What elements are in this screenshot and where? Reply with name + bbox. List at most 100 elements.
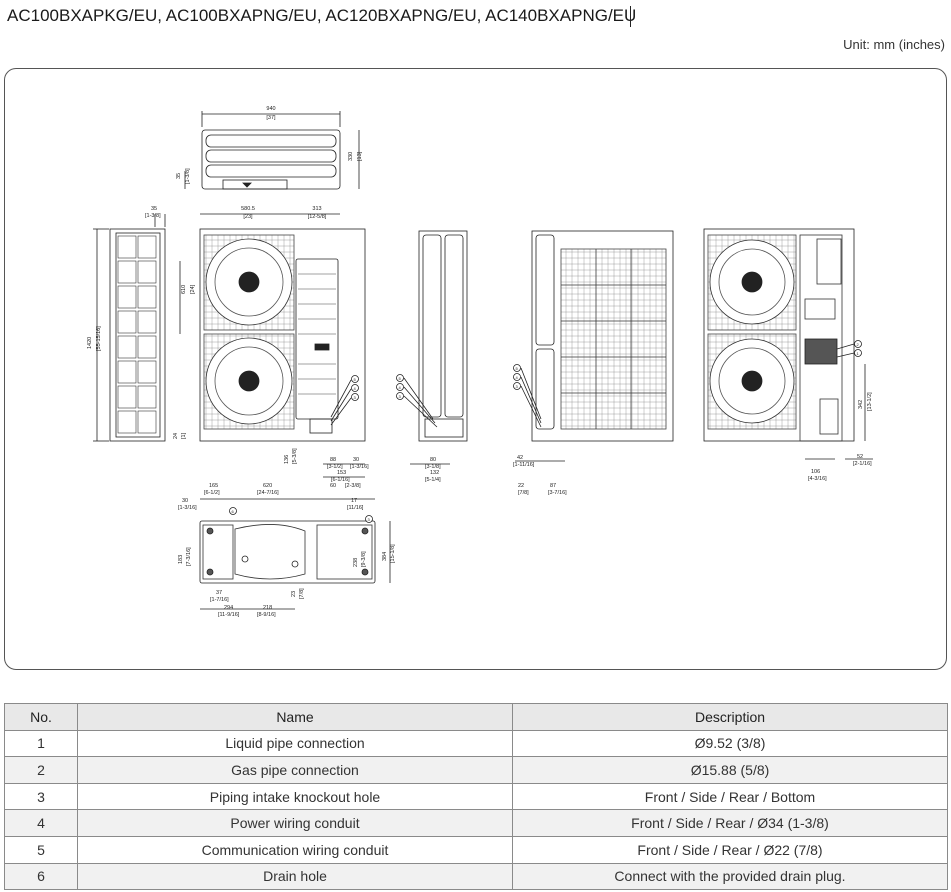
- dim-top-width-in: [37]: [266, 115, 276, 121]
- cell-name: Power wiring conduit: [77, 809, 513, 837]
- dim-r-42-in: [1-11/16]: [513, 462, 535, 468]
- dim-bt-37-in: [1-7/16]: [210, 597, 229, 603]
- dim-bt-218-in: [8-9/16]: [257, 612, 276, 618]
- cell-no: 2: [4, 756, 78, 784]
- cell-no: 1: [4, 729, 78, 758]
- dim-bt-294: 294: [224, 605, 233, 611]
- dim-bt-30-in: [1-3/16]: [178, 505, 197, 511]
- dim-front-313: 313: [312, 206, 321, 212]
- dim-top-depth-in: [1-3/8]: [185, 168, 191, 184]
- callout-4-right: 4: [399, 385, 402, 390]
- dim-rr-342-in: [13-1/2]: [867, 392, 873, 411]
- dim-front-610: 610: [181, 285, 187, 294]
- left-side-view: [93, 214, 166, 442]
- dim-front-580: 580.5: [241, 206, 255, 212]
- dim-r-80-in: [3-1/8]: [425, 464, 441, 470]
- dim-bt-165-in: [6-1/2]: [204, 490, 220, 496]
- header-name: Name: [77, 703, 513, 731]
- dim-front-610-in: [24]: [190, 284, 196, 294]
- dim-r-42: 42: [517, 455, 523, 461]
- callout-1-rear-open: 1: [857, 351, 860, 356]
- dim-b-153-in: [6-1/16]: [331, 477, 350, 483]
- dim-b-30: 30: [353, 457, 359, 463]
- text-cursor: [630, 6, 631, 27]
- dim-bt-620: 620: [263, 483, 272, 489]
- top-view: [184, 111, 360, 190]
- header-description: Description: [512, 703, 948, 731]
- dim-side-35-in: [1-3/8]: [145, 213, 161, 219]
- table-row: 3 Piping intake knockout hole Front / Si…: [4, 782, 948, 811]
- dim-bt-30: 30: [182, 498, 188, 504]
- dim-top-height-in: [13]: [357, 151, 363, 161]
- callout-3-bottom: 3: [368, 517, 371, 522]
- unit-label: Unit: mm (inches): [843, 37, 945, 52]
- dim-height-in: [55-15/16]: [96, 326, 102, 351]
- dim-bt-60-in: [2-3/8]: [345, 483, 361, 489]
- dim-bt-17: 17: [351, 498, 357, 504]
- dim-rr-52: 52: [857, 454, 863, 460]
- dim-bt-183: 183: [178, 555, 184, 564]
- right-side-view: [396, 230, 468, 465]
- dim-bt-183-in: [7-3/16]: [186, 547, 192, 566]
- front-view: [179, 213, 366, 478]
- callout-3-rear: 3: [516, 384, 519, 389]
- dim-bt-60: 60: [330, 483, 336, 489]
- callout-4-front: 4: [354, 386, 357, 391]
- callout-5-front: 5: [354, 377, 357, 382]
- dim-height: 1420: [87, 337, 93, 349]
- table-row: 6 Drain hole Connect with the provided d…: [4, 862, 948, 891]
- dim-bt-294-in: [11-9/16]: [218, 612, 240, 618]
- cell-name: Liquid pipe connection: [77, 729, 513, 758]
- dim-top-depth: 35: [176, 173, 182, 179]
- dim-front-580-in: [23]: [243, 214, 253, 220]
- cell-description: Connect with the provided drain plug.: [512, 862, 948, 891]
- dim-b-30-in: [1-3/16]: [350, 464, 369, 470]
- dim-r-80: 80: [430, 457, 436, 463]
- cell-name: Piping intake knockout hole: [77, 782, 513, 811]
- table-row: 5 Communication wiring conduit Front / S…: [4, 835, 948, 864]
- dim-bt-238: 238: [353, 558, 359, 567]
- cell-description: Ø15.88 (5/8): [512, 756, 948, 784]
- cell-name: Drain hole: [77, 862, 513, 891]
- dim-r-132-in: [5-1/4]: [425, 477, 441, 483]
- dim-bt-23: 23: [291, 591, 297, 597]
- cell-name: Communication wiring conduit: [77, 835, 513, 864]
- dimension-drawing-frame: 940 [37] 330 [13] 35 [1-3/8] 1420 [55-15…: [4, 68, 947, 670]
- dim-top-height: 330: [348, 152, 354, 161]
- dim-r-87: 87: [550, 483, 556, 489]
- dim-top-width: 940: [266, 106, 275, 112]
- dim-bt-17-in: [11/16]: [347, 505, 364, 511]
- cell-description: Front / Side / Rear / Ø22 (7/8): [512, 835, 948, 864]
- table-header-row: No. Name Description: [4, 703, 948, 731]
- dim-side-35: 35: [151, 206, 157, 212]
- dimension-drawing: 940 [37] 330 [13] 35 [1-3/8] 1420 [55-15…: [87, 106, 873, 618]
- dim-r-87-in: [3-7/16]: [548, 490, 567, 496]
- dim-rr-342: 342: [858, 400, 864, 409]
- dim-bt-218: 218: [263, 605, 272, 611]
- dim-bt-23-in: [7/8]: [299, 588, 305, 599]
- rear-open-view: [703, 228, 873, 460]
- cell-no: 5: [4, 835, 78, 864]
- dim-r-22: 22: [518, 483, 524, 489]
- cell-name: Gas pipe connection: [77, 756, 513, 784]
- callout-3-right: 3: [399, 394, 402, 399]
- callout-5-right: 5: [399, 376, 402, 381]
- dim-bt-620-in: [24-7/16]: [257, 490, 279, 496]
- callout-6-bottom: 6: [232, 509, 235, 514]
- dim-rr-106: 106: [811, 469, 820, 475]
- dim-bt-165: 165: [209, 483, 218, 489]
- dim-side-24-in: [1]: [181, 432, 187, 439]
- page-title: AC100BXAPKG/EU, AC100BXAPNG/EU, AC120BXA…: [7, 6, 637, 25]
- dim-b-153: 153: [337, 470, 346, 476]
- callout-3-front: 3: [354, 395, 357, 400]
- front-callouts: [330, 375, 359, 426]
- dim-r-22-in: [7/8]: [518, 490, 529, 496]
- callout-5-rear: 5: [516, 366, 519, 371]
- dim-bt-384: 384: [382, 552, 388, 561]
- cell-no: 6: [4, 862, 78, 891]
- rear-view: [513, 230, 674, 462]
- cell-description: Front / Side / Rear / Ø34 (1-3/8): [512, 809, 948, 837]
- table-row: 1 Liquid pipe connection Ø9.52 (3/8): [4, 729, 948, 758]
- dim-side-24: 24: [173, 433, 179, 439]
- cell-description: Ø9.52 (3/8): [512, 729, 948, 758]
